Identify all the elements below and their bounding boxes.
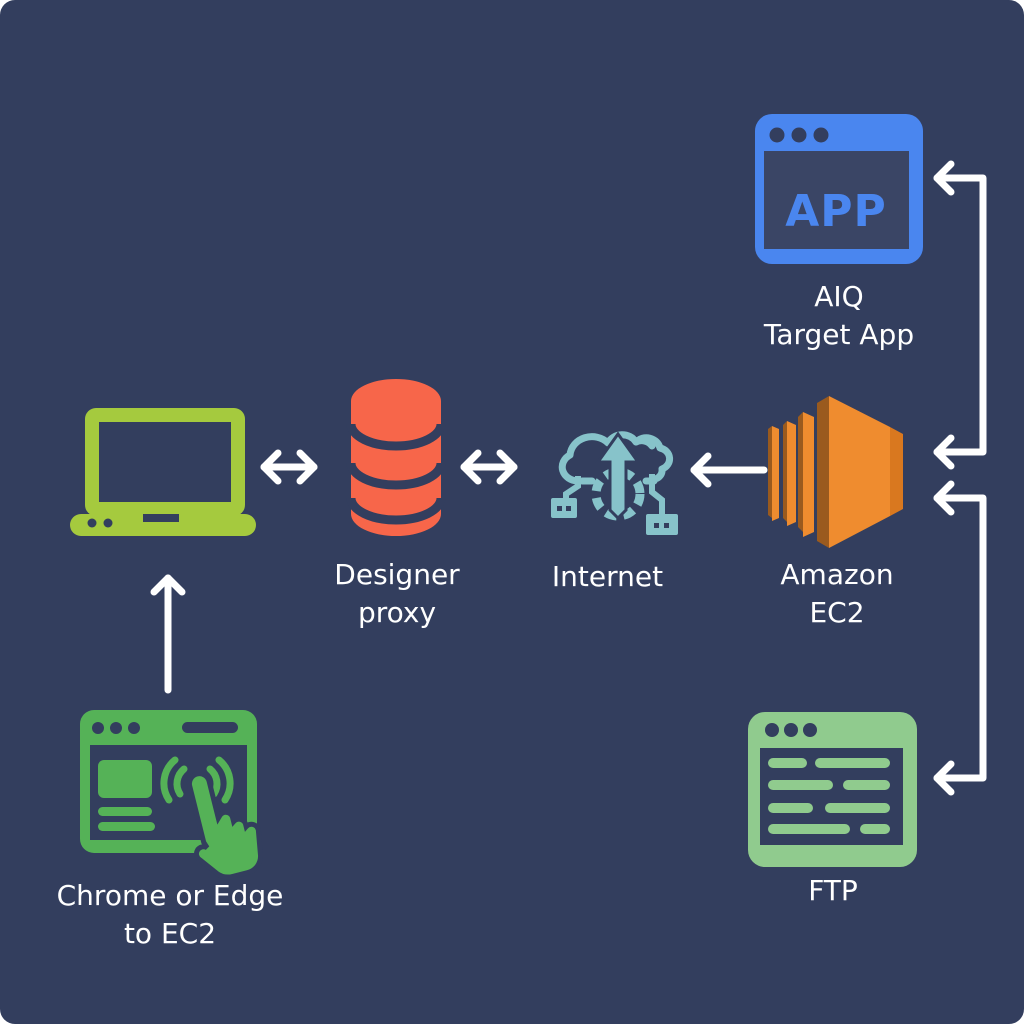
designer-proxy-label-line2: proxy (357, 596, 437, 629)
chrome-edge-label-line1: Chrome or Edge (56, 879, 284, 912)
database-icon (346, 379, 446, 536)
ftp-window-icon (748, 712, 917, 867)
laptop-screen (99, 422, 231, 502)
app-window-dots (769, 127, 829, 143)
app-browser-window-icon: APP (755, 114, 923, 264)
touch-signal-arcs (160, 756, 234, 804)
ftp-label-text: FTP (808, 874, 858, 907)
chrome-edge-label: Chrome or Edge to EC2 (25, 877, 315, 953)
ec2-slabs (768, 412, 814, 537)
aiq-app-label-line2: Target App (763, 318, 915, 351)
arrow-chrome-to-laptop (150, 574, 186, 694)
aiq-app-label-line1: AIQ (814, 280, 864, 313)
internet-label-text: Internet (551, 560, 664, 593)
connector-app-ec2 (933, 160, 987, 470)
chrome-address-bar (182, 722, 238, 733)
ftp-window-dots (765, 723, 817, 737)
up-arrow-glyph (595, 431, 641, 521)
amazon-ec2-label: Amazon EC2 (762, 556, 912, 632)
laptop-base-notch (143, 514, 179, 522)
arrow-ec2-to-internet (690, 452, 768, 488)
ftp-label: FTP (748, 872, 918, 910)
aiq-app-label: AIQ Target App (735, 278, 943, 354)
ec2-cube (817, 396, 903, 548)
network-connector-right (646, 474, 678, 535)
touch-hand-cursor (186, 771, 263, 880)
connector-ec2-ftp (933, 480, 987, 796)
database-body (351, 379, 441, 536)
laptop-icon (70, 408, 256, 536)
amazon-ec2-label-line2: EC2 (809, 596, 865, 629)
designer-proxy-label-line1: Designer (334, 558, 460, 591)
arrow-laptop-proxy (260, 449, 318, 485)
chrome-page-content (98, 760, 155, 831)
ftp-text-lines (768, 758, 890, 834)
cloud-network-icon (551, 431, 678, 535)
database-separators (346, 423, 446, 525)
designer-proxy-label: Designer proxy (322, 556, 472, 632)
arrow-proxy-internet (460, 449, 518, 485)
gear-ring (591, 467, 645, 521)
amazon-ec2-label-line1: Amazon (780, 558, 894, 591)
app-icon-text: APP (785, 186, 887, 237)
laptop-base-dots (87, 518, 113, 528)
app-window-content-area (764, 151, 909, 249)
laptop-base (70, 514, 256, 536)
internet-label: Internet (530, 558, 685, 596)
browser-touch-icon (80, 710, 263, 880)
chrome-edge-label-line2: to EC2 (123, 917, 217, 950)
aws-ec2-icon (768, 396, 903, 548)
network-connector-left (551, 476, 581, 518)
chrome-window-dots (92, 722, 140, 734)
